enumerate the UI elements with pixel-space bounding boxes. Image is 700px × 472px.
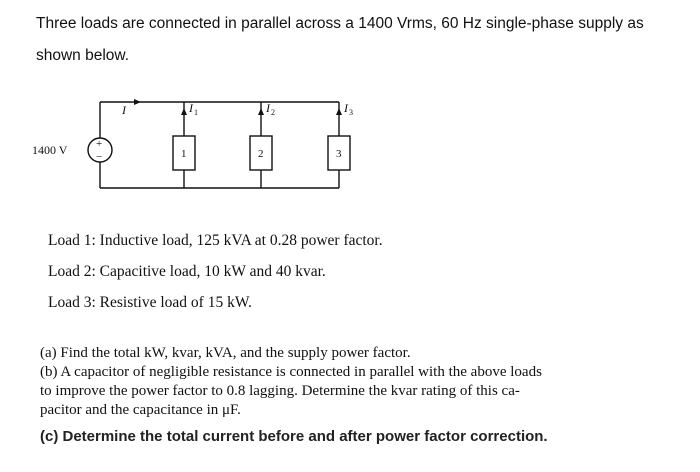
load-2-label: 2 xyxy=(258,148,264,160)
current-i1-subscript: 1 xyxy=(194,108,198,117)
current-i2-subscript: 2 xyxy=(271,108,275,117)
question-list: (a) Find the total kW, kvar, kVA, and th… xyxy=(40,344,640,420)
load-1-label: 1 xyxy=(181,148,187,160)
arrow-i-total-icon xyxy=(134,99,141,105)
question-b-line-3: pacitor and the capacitance in μF. xyxy=(40,402,241,418)
question-b-line-1: (b) A capacitor of negligible resistance… xyxy=(40,364,542,380)
arrow-i3-icon xyxy=(336,108,342,115)
arrow-i1-icon xyxy=(181,108,187,115)
source-voltage-label: 1400 V xyxy=(32,143,68,157)
plus-sign: + xyxy=(96,138,102,150)
load-1-description: Load 1: Inductive load, 125 kVA at 0.28 … xyxy=(48,232,383,249)
load-3-label: 3 xyxy=(336,148,342,160)
voltage-source-symbol xyxy=(87,137,113,163)
circuit-diagram: 1400 V + − I I 1 I 2 I 3 1 2 3 xyxy=(32,99,353,189)
arrow-i2-icon xyxy=(258,108,264,115)
problem-intro: Three loads are connected in parallel ac… xyxy=(36,8,696,72)
load-3-description: Load 3: Resistive load of 15 kW. xyxy=(48,294,252,311)
current-i2-label: I xyxy=(265,101,271,115)
question-a: (a) Find the total kW, kvar, kVA, and th… xyxy=(40,345,411,361)
current-total-label: I xyxy=(121,103,127,117)
minus-sign: − xyxy=(96,151,102,163)
intro-line-2: shown below. xyxy=(36,47,130,64)
question-b-line-2: to improve the power factor to 0.8 laggi… xyxy=(40,383,520,399)
current-i3-label: I xyxy=(343,101,349,115)
load-list: Load 1: Inductive load, 125 kVA at 0.28 … xyxy=(48,230,668,323)
current-i3-subscript: 3 xyxy=(349,108,353,117)
question-c: (c) Determine the total current before a… xyxy=(40,428,548,445)
load-2-description: Load 2: Capacitive load, 10 kW and 40 kv… xyxy=(48,263,326,280)
current-i1-label: I xyxy=(188,101,194,115)
intro-line-1: Three loads are connected in parallel ac… xyxy=(36,15,644,32)
